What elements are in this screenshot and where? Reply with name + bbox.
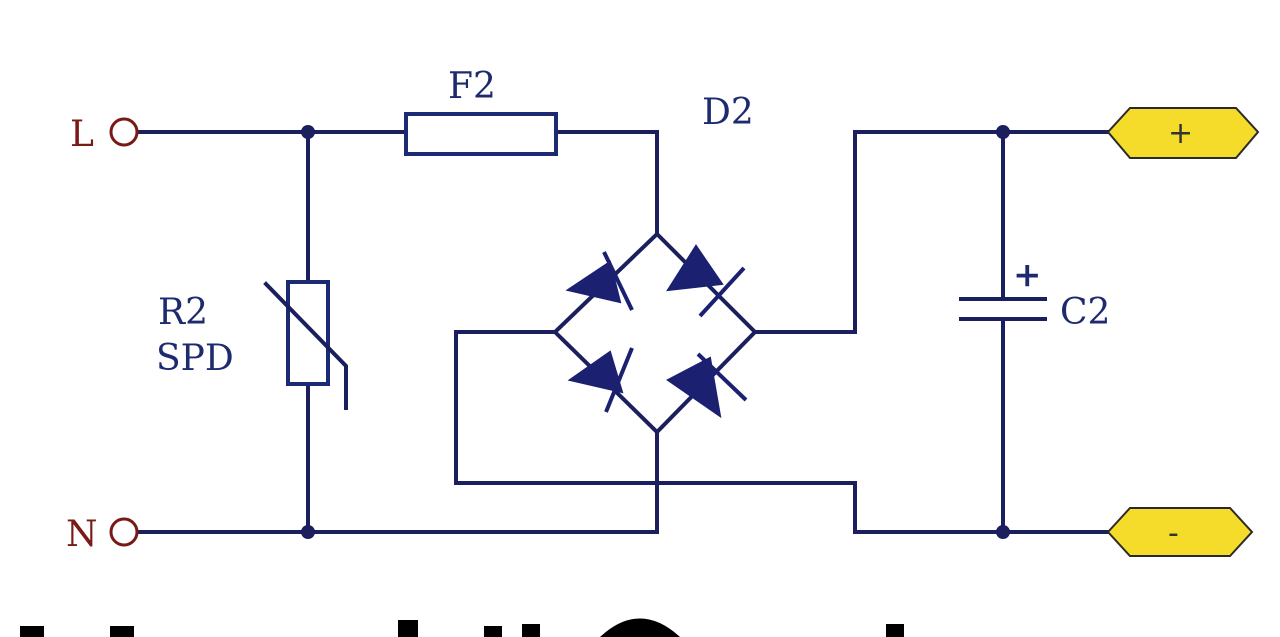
varistor-ref-label: R2 [158,292,208,333]
cropped-glyph [110,626,134,637]
capacitor-label: C2 [1060,292,1110,333]
diode-upper-right [666,244,746,318]
fuse-label: F2 [448,66,496,107]
junction-dot [996,525,1010,539]
varistor-type-label: SPD [156,338,234,379]
bridge-label: D2 [702,92,754,133]
fuse-body [404,112,558,156]
port-negative [1106,507,1254,557]
bridge-outline [552,231,758,435]
cropped-bottom-text [20,618,904,637]
terminal-n-circle [109,517,139,547]
junction-dot [301,125,315,139]
wire-bridge-left-loop [454,330,1005,534]
wire-bridge-right-to-pos [753,130,1005,334]
junctions [301,125,1010,539]
cropped-glyph [484,626,502,637]
capacitor [959,297,1047,321]
varistor-body [286,280,330,386]
junction-dot [996,125,1010,139]
cropped-glyph [398,620,418,637]
terminal-n-label: N [66,514,98,555]
cropped-glyph [20,626,44,637]
cropped-glyph [522,624,540,637]
diode-upper-left [565,251,634,311]
varistor-slash [263,281,348,410]
varistor [263,280,348,410]
diode-lower-right [666,352,748,419]
junction-dot [301,525,315,539]
cropped-glyph [886,624,904,637]
wire-fuse-to-bridge-top [554,130,659,236]
cropped-glyph [600,618,680,637]
terminal-l-label: L [70,114,94,155]
capacitor-polarity-label: + [1013,255,1042,295]
bridge-rectifier [552,231,758,435]
port-positive [1106,107,1260,159]
wires [136,130,1110,534]
diode-lower-left [567,347,634,413]
port-negative-label: - [1168,516,1179,551]
terminal-l-circle [109,117,139,147]
port-positive-label: + [1168,116,1193,151]
